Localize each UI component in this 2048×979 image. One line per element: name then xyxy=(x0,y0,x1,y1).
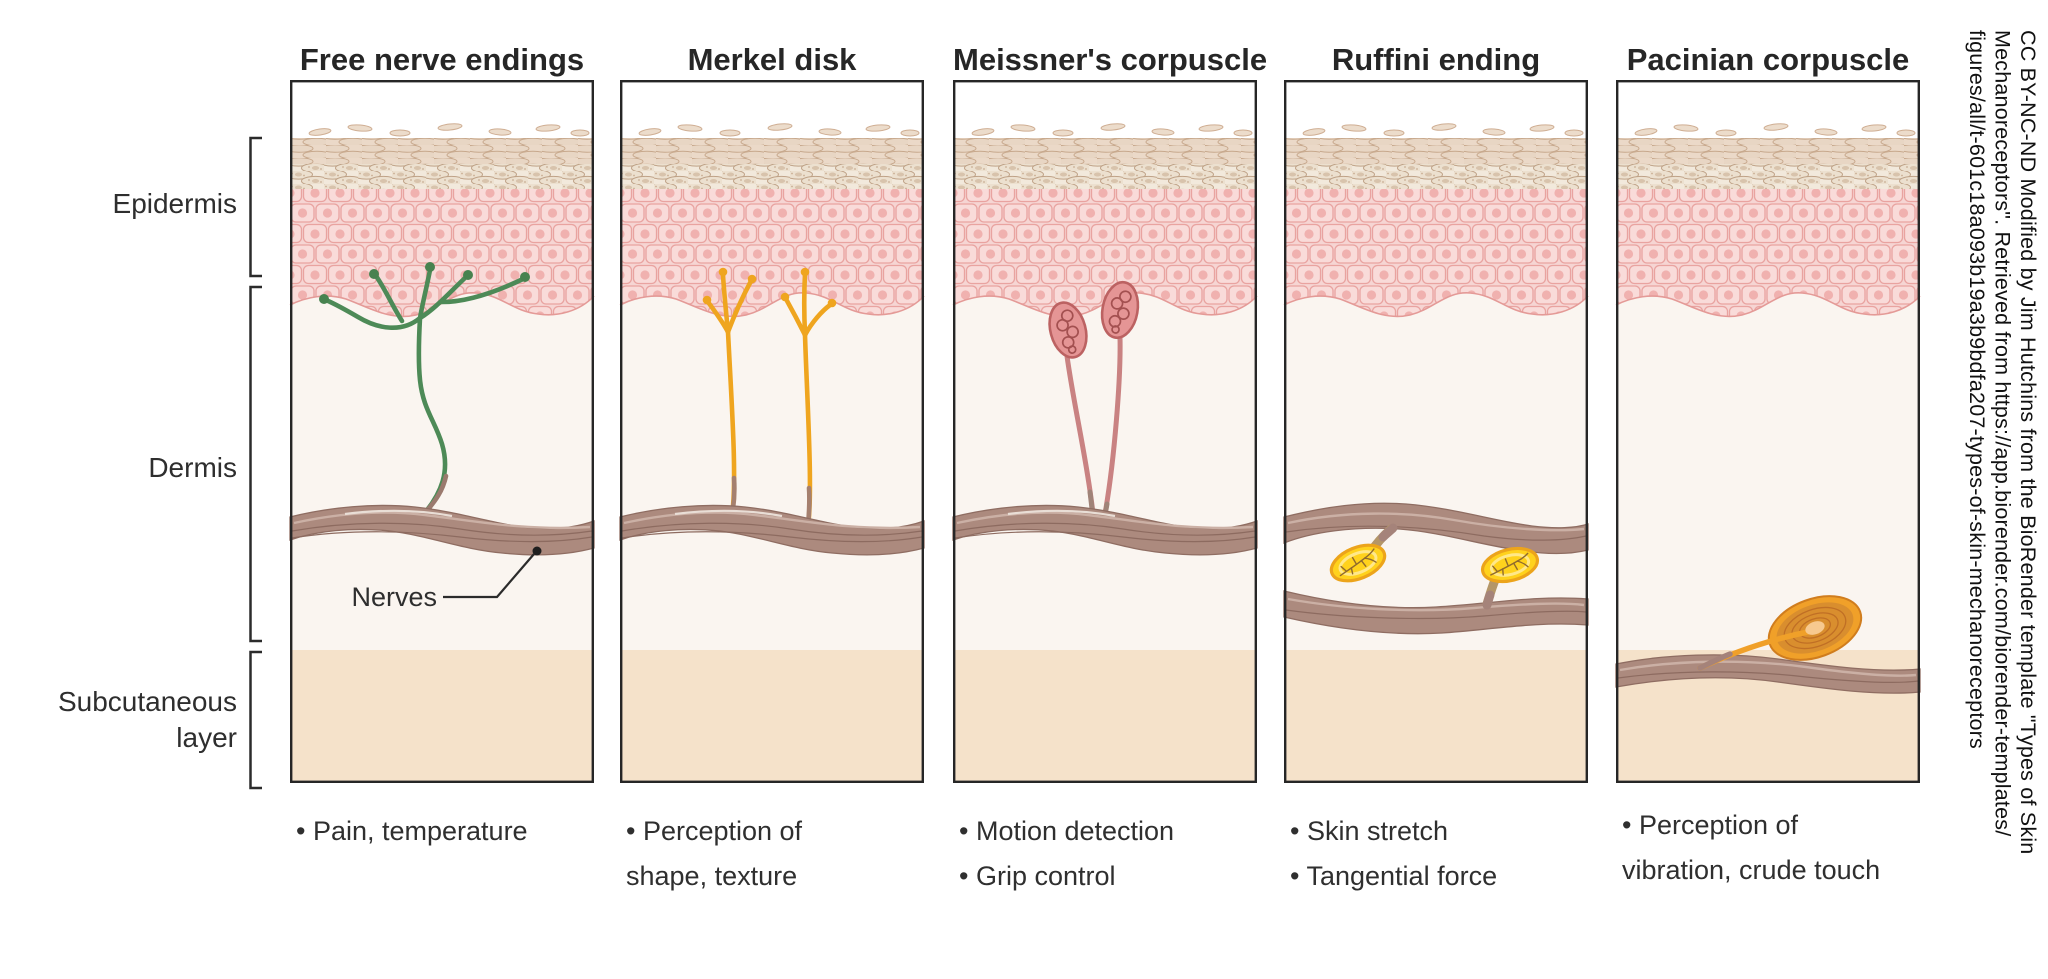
nerves-label: Nerves xyxy=(351,582,437,612)
panel-border xyxy=(1616,80,1921,783)
panel-title-meissners-corpuscle: Meissner's corpuscle xyxy=(953,42,1268,77)
nerve-bundle-lower xyxy=(1283,590,1589,635)
subcutaneous-bracket xyxy=(249,650,262,790)
caption-line: • Grip control xyxy=(959,861,1116,891)
panel-title-free-nerve-endings: Free nerve endings xyxy=(299,42,585,77)
attribution-line: Mechanoreceptors". Retrieved from https:… xyxy=(1990,30,2015,837)
panel-illustration-merkel-disk xyxy=(618,79,926,784)
merkel-disk-graphic xyxy=(705,271,833,529)
panel-illustration-ruffini-ending xyxy=(1283,79,1589,784)
caption-merkel-disk: • Perception of shape, texture xyxy=(626,809,971,899)
caption-pacinian-corpuscle: • Perception of vibration, crude touch xyxy=(1622,803,1967,893)
layer-label-epidermis: Epidermis xyxy=(112,188,237,219)
caption-line: vibration, crude touch xyxy=(1622,855,1881,885)
nerves-leader-line xyxy=(443,546,542,599)
panel-title-ruffini-ending: Ruffini ending xyxy=(1331,42,1541,77)
panel-illustration-meissners-corpuscle xyxy=(951,79,1259,784)
nerve-bundle-upper xyxy=(1283,502,1589,555)
ruffini-ending-graphic xyxy=(1329,523,1540,610)
caption-free-nerve-endings: • Pain, temperature xyxy=(296,809,641,854)
caption-line: • Motion detection xyxy=(959,816,1175,846)
attribution-line: figures/all/t-601c18a093b19a3b9bdfa207-t… xyxy=(1965,30,1989,749)
panel-border xyxy=(953,80,1258,783)
panel-border xyxy=(620,80,925,783)
panel-illustration-free-nerve-endings xyxy=(288,79,596,784)
layer-label-subcutaneous: Subcutaneous layer xyxy=(57,686,237,753)
layer-label-dermis: Dermis xyxy=(148,452,237,483)
panel-title-merkel-disk: Merkel disk xyxy=(687,42,857,77)
pacinian-corpuscle-graphic xyxy=(1697,595,1863,671)
caption-ruffini-ending: • Skin stretch • Tangential force xyxy=(1290,809,1635,899)
panel-illustration-pacinian-corpuscle xyxy=(1615,79,1921,784)
attribution-text: CC BY-NC-ND Modified by Jim Hutchins fro… xyxy=(1964,30,2040,974)
caption-line: • Skin stretch xyxy=(1290,816,1449,846)
attribution-line: CC BY-NC-ND Modified by Jim Hutchins fro… xyxy=(2016,30,2040,855)
epidermis-bracket xyxy=(249,136,262,278)
merkel-disk-tips xyxy=(702,267,837,308)
panel-border xyxy=(1284,80,1589,783)
caption-line: • Perception of xyxy=(1622,810,1799,840)
caption-meissners-corpuscle: • Motion detection • Grip control xyxy=(959,809,1304,899)
dermis-bracket xyxy=(249,285,262,643)
caption-line: • Perception of xyxy=(626,816,803,846)
free-nerve-ending-knobs xyxy=(319,262,530,304)
caption-line: • Pain, temperature xyxy=(296,816,528,846)
panel-border xyxy=(290,80,595,783)
caption-line: shape, texture xyxy=(626,861,798,891)
free-nerve-ending-graphic xyxy=(323,267,526,518)
panel-title-pacinian-corpuscle: Pacinian corpuscle xyxy=(1626,42,1910,77)
caption-line: • Tangential force xyxy=(1290,861,1498,891)
